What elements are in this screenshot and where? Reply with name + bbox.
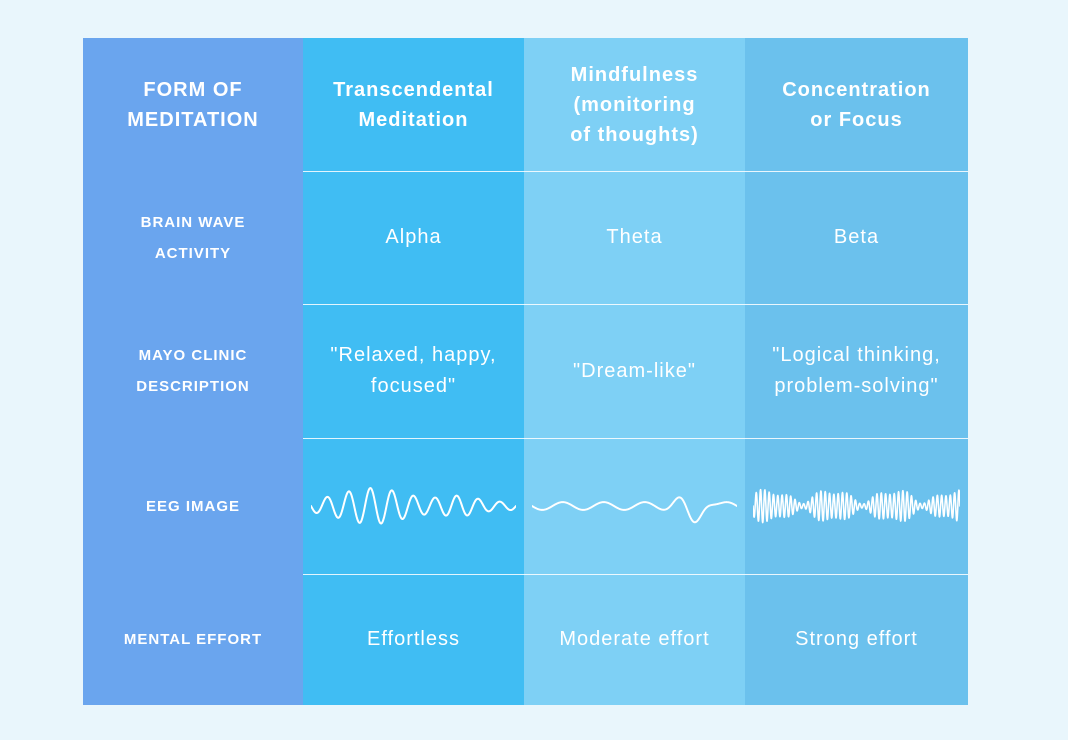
effort-effortless: Effortless: [367, 628, 460, 650]
row-divider: [303, 171, 968, 172]
brain-wave-beta: Beta: [833, 226, 880, 248]
beta-wave-icon: [753, 488, 960, 524]
transcendental-meditation-column: Transcendental Meditation Alpha "Relaxed…: [303, 38, 524, 705]
row-divider: [303, 574, 968, 575]
theta-wave-icon: [532, 496, 737, 524]
label-column: FORM OF MEDITATION BRAIN WAVE ACTIVITY M…: [83, 38, 303, 705]
row-label-mayo-clinic-description: MAYO CLINIC DESCRIPTION: [136, 347, 250, 395]
row-label-mental-effort: MENTAL EFFORT: [123, 631, 263, 648]
meditation-comparison-table: FORM OF MEDITATION BRAIN WAVE ACTIVITY M…: [83, 38, 968, 705]
brain-wave-alpha: Alpha: [385, 226, 442, 248]
row-divider: [303, 438, 968, 439]
row-label-eeg-image: EEG IMAGE: [145, 497, 240, 515]
concentration-column: Concentration or Focus Beta "Logical thi…: [745, 38, 968, 705]
header-transcendental-meditation: Transcendental Meditation: [333, 78, 494, 131]
description-mindfulness: "Dream-like": [573, 359, 696, 382]
description-transcendental: "Relaxed, happy, focused": [330, 344, 497, 397]
alpha-wave-icon: [311, 487, 516, 525]
header-concentration: Concentration or Focus: [782, 78, 931, 131]
mindfulness-column: Mindfulness (monitoring of thoughts) The…: [524, 38, 745, 705]
effort-moderate: Moderate effort: [559, 628, 710, 650]
header-mindfulness: Mindfulness (monitoring of thoughts): [570, 63, 699, 146]
row-label-brain-wave-activity: BRAIN WAVE ACTIVITY: [140, 213, 246, 262]
description-concentration: "Logical thinking, problem-solving": [772, 344, 941, 397]
header-form-of-meditation: FORM OF MEDITATION: [127, 78, 259, 131]
brain-wave-theta: Theta: [606, 226, 663, 248]
row-divider: [303, 304, 968, 305]
effort-strong: Strong effort: [795, 628, 918, 650]
